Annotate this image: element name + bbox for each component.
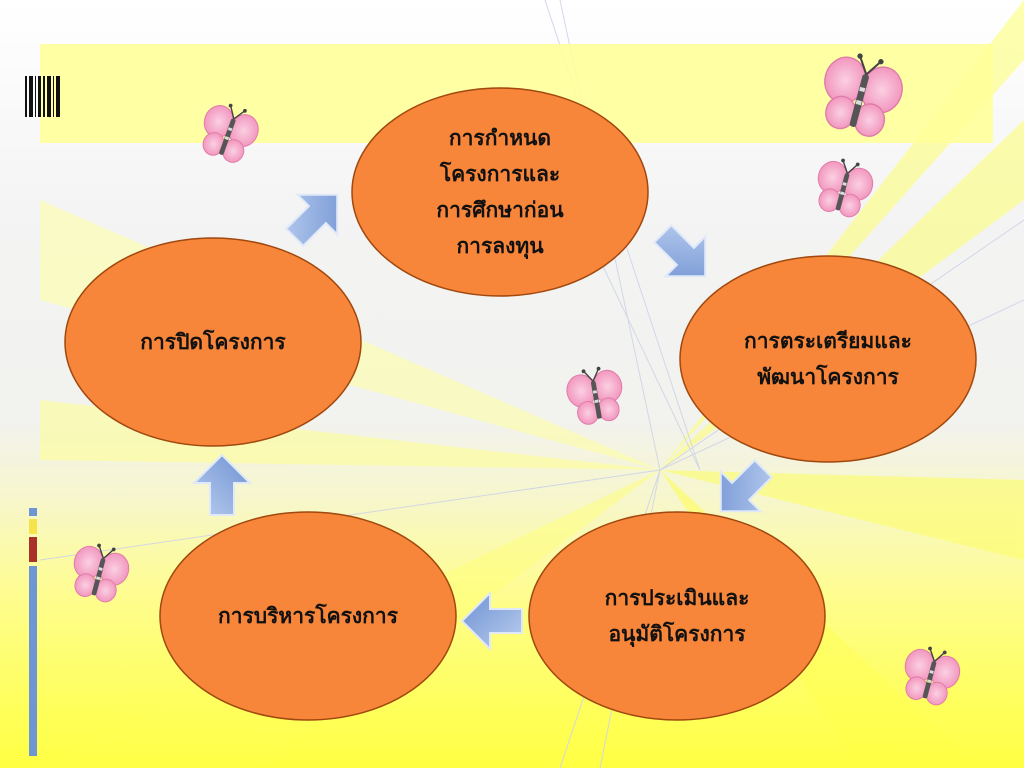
arrow-closure-to-initiation (284, 193, 339, 248)
stage-management-label: การบริหารโครงการ (218, 604, 398, 628)
stage-closure-label: การปิดโครงการ (140, 330, 286, 354)
ellipse-preparation (679, 255, 977, 463)
butterfly-icon (904, 646, 961, 706)
butterfly-icon (202, 103, 259, 163)
stage-preparation-label: การตระเตรียมและ พัฒนาโครงการ (744, 329, 912, 389)
arrow-initiation-to-preparation (652, 223, 707, 278)
stage-appraisal-label: การประเมินและ อนุมัติโครงการ (604, 586, 750, 646)
ellipse-management (159, 511, 457, 721)
ellipse-closure (64, 237, 362, 447)
arrow-management-to-closure (191, 453, 253, 516)
arrow-appraisal-to-management (460, 590, 523, 652)
arrow-preparation-to-appraisal (719, 458, 774, 513)
butterfly-icon (817, 158, 874, 218)
barcode-icon (25, 76, 60, 117)
ellipse-appraisal (528, 511, 826, 721)
stage-appraisal: การประเมินและ อนุมัติโครงการ (529, 512, 825, 720)
cycle-arrows (191, 193, 774, 652)
stage-initiation: การกำหนด โครงการและ การศึกษาก่อน การลงทุ… (352, 88, 648, 296)
stage-preparation: การตระเตรียมและ พัฒนาโครงการ (680, 256, 976, 462)
stage-closure: การปิดโครงการ (65, 238, 361, 446)
stage-initiation-label: การกำหนด โครงการและ การศึกษาก่อน การลงทุ… (436, 126, 564, 258)
cycle-ellipses (64, 87, 977, 721)
butterflies (73, 53, 961, 706)
ellipse-initiation (351, 87, 649, 297)
left-accent-bars (29, 508, 37, 756)
butterfly-icon (73, 543, 130, 603)
butterfly-icon (566, 366, 623, 425)
stage-management: การบริหารโครงการ (160, 512, 456, 720)
butterfly-icon (824, 53, 903, 137)
